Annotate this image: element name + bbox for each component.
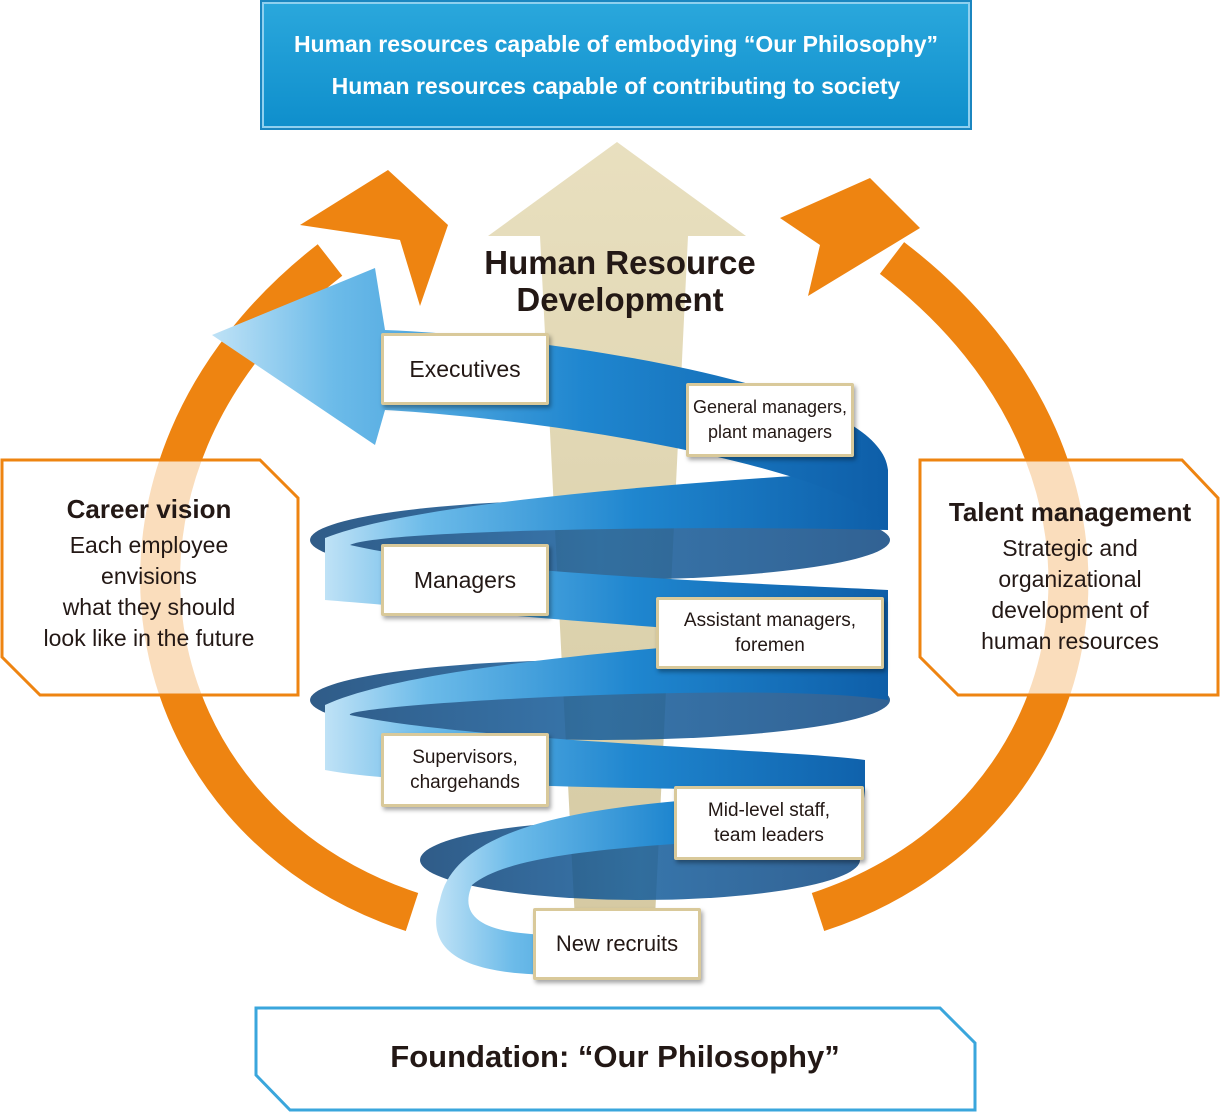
talent-management-line-4: human resources [981,628,1159,654]
left-orange-arrowhead [300,170,448,306]
level-assistant-managers-line-1: Assistant managers, [683,610,857,631]
center-title: Human Resource Development [430,244,810,318]
career-vision-line-3: what they should [62,594,236,620]
level-executives: Executives [381,333,549,405]
level-new-recruits-label: New recruits [555,931,679,956]
center-title-line-1: Human Resource [484,244,756,281]
level-mid-level-staff: Mid-level staff, team leaders [674,786,864,860]
goal-line-1: Human resources capable of embodying “Ou… [293,31,939,57]
level-supervisors-line-1: Supervisors, [412,747,518,768]
right-orange-arrowhead [780,178,920,296]
level-new-recruits: New recruits [533,908,701,980]
level-general-managers-line-2: plant managers [707,422,833,442]
foundation-label: Foundation: “Our Philosophy” [390,1039,840,1074]
talent-management-line-3: development of [991,597,1149,623]
center-title-line-2: Development [516,281,724,318]
goal-banner: Human resources capable of embodying “Ou… [260,0,972,130]
level-managers: Managers [381,544,549,616]
level-managers-label: Managers [413,566,517,593]
level-assistant-managers-line-2: foremen [735,635,805,656]
talent-management-line-2: organizational [998,566,1142,592]
career-vision-frame [0,458,300,697]
talent-management-title: Talent management [948,497,1192,527]
level-supervisors-line-2: chargehands [410,772,520,793]
career-vision-title: Career vision [66,494,232,524]
career-vision-line-1: Each employee [69,532,229,558]
level-general-managers: General managers, plant managers [686,383,854,457]
talent-management-line-1: Strategic and [1002,535,1138,561]
level-assistant-managers: Assistant managers, foremen [656,597,884,669]
career-vision-line-2: envisions [101,563,197,589]
level-supervisors: Supervisors, chargehands [381,733,549,807]
level-general-managers-line-1: General managers, [692,397,848,417]
foundation-frame [254,1006,977,1112]
level-mid-level-staff-line-2: team leaders [714,825,824,846]
level-executives-label: Executives [409,355,521,382]
career-vision-line-4: look like in the future [43,625,255,651]
talent-management-callout: Talent management Strategic and organiza… [922,495,1218,657]
talent-management-frame [918,458,1220,697]
career-vision-description: Each employee envisions what they should… [4,530,294,654]
talent-management-description: Strategic and organizational development… [922,533,1218,657]
goal-line-2: Human resources capable of contributing … [331,73,901,99]
career-vision-callout: Career vision Each employee envisions wh… [4,492,294,654]
level-mid-level-staff-line-1: Mid-level staff, [707,800,831,821]
